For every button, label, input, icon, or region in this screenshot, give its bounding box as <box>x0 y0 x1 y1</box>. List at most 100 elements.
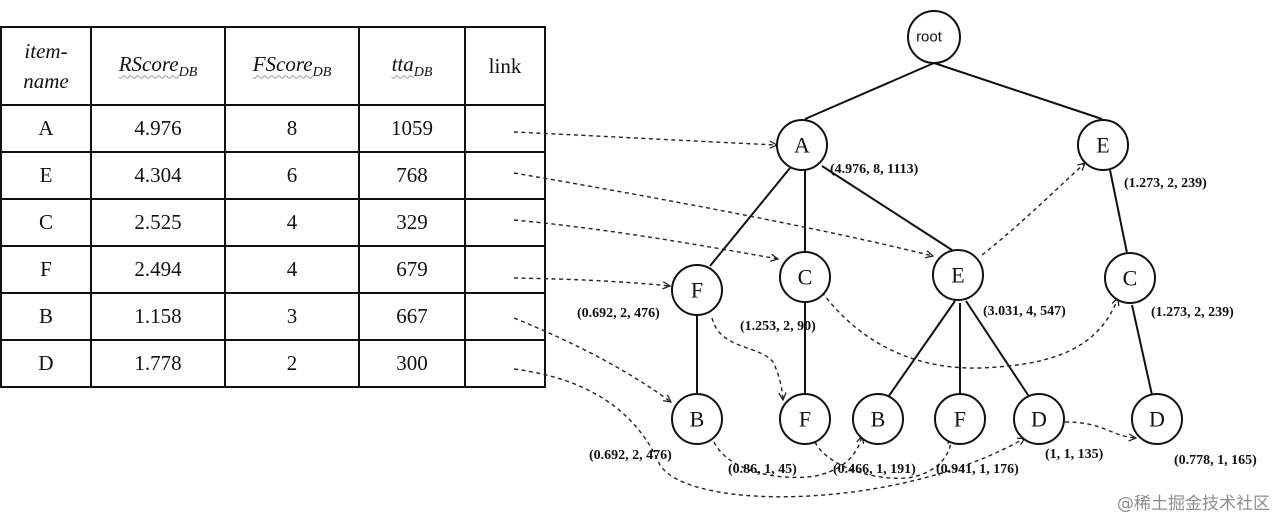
node-annotation: (1.273, 2, 239) <box>1151 305 1234 320</box>
cell-fscore: 3 <box>224 292 360 341</box>
cell-rscore: 1.158 <box>90 292 226 341</box>
node-label: F <box>954 407 966 432</box>
link-f-f2 <box>814 437 952 479</box>
node-annotation: (0.86, 1, 45) <box>728 462 797 477</box>
node-annotation: (3.031, 4, 547) <box>983 304 1066 319</box>
node-circle <box>779 393 831 445</box>
cell-tta: 1059 <box>358 104 466 153</box>
col-tta-main: tta <box>391 51 414 76</box>
col-rscore-label: RScoreDB <box>119 52 198 80</box>
col-tta-label: ttaDB <box>391 51 433 80</box>
node-annotation: (4.976, 8, 1113) <box>830 162 919 177</box>
tree-node-root: root <box>907 10 961 64</box>
tree-node-c: C <box>779 251 831 303</box>
node-annotations: (4.976, 8, 1113) (1.273, 2, 239) (0.692,… <box>577 162 1257 477</box>
table-row: A 4.976 8 1059 <box>0 104 546 153</box>
cell-item: C <box>0 198 92 247</box>
node-label: E <box>951 263 964 288</box>
node-label: B <box>690 407 705 432</box>
cell-item: B <box>0 292 92 341</box>
cell-rscore: 2.525 <box>90 198 226 247</box>
node-annotation: (1, 1, 135) <box>1045 447 1104 462</box>
node-circle <box>852 393 904 445</box>
node-circle <box>932 249 984 301</box>
node-circle <box>1077 119 1129 171</box>
watermark: @稀土掘金技术社区 <box>1117 494 1270 514</box>
table-row: F 2.494 4 679 <box>0 245 546 294</box>
col-item-name-line2: name <box>23 69 69 93</box>
tree-node-f-right: F <box>934 393 986 445</box>
node-circle <box>776 119 828 171</box>
header-table: item- name RScoreDB FScoreDB ttaDB link … <box>0 26 546 388</box>
node-label: F <box>799 407 811 432</box>
cell-rscore: 4.304 <box>90 151 226 200</box>
cell-item: E <box>0 151 92 200</box>
node-label: A <box>794 133 810 158</box>
edge-a-e <box>821 165 953 251</box>
cell-link <box>464 292 546 341</box>
node-annotation: (0.778, 1, 165) <box>1174 453 1257 468</box>
tree-node-e-mid: E <box>932 249 984 301</box>
node-circle <box>1104 252 1156 304</box>
node-circle <box>934 393 986 445</box>
link-e-head <box>513 172 933 256</box>
edge-root-a <box>804 62 935 120</box>
table-row: E 4.304 6 768 <box>0 151 546 200</box>
cell-fscore: 8 <box>224 104 360 153</box>
col-fscore-sub: DB <box>312 64 332 80</box>
link-e-e <box>981 163 1085 256</box>
cell-fscore: 6 <box>224 151 360 200</box>
cell-rscore: 1.778 <box>90 339 226 388</box>
node-annotation: (1.273, 2, 239) <box>1124 176 1207 191</box>
table-row: C 2.525 4 329 <box>0 198 546 247</box>
col-rscore: RScoreDB <box>90 26 226 106</box>
table-row: D 1.778 2 300 <box>0 339 546 388</box>
tree-node-c-right: C <box>1104 252 1156 304</box>
col-tta-sub: DB <box>413 64 433 80</box>
cell-tta: 768 <box>358 151 466 200</box>
node-circle <box>779 251 831 303</box>
node-annotation: (0.941, 1, 176) <box>936 462 1019 477</box>
col-fscore-main: FScore <box>252 51 313 76</box>
node-circle <box>907 10 961 64</box>
header-row: item- name RScoreDB FScoreDB ttaDB link <box>0 26 546 106</box>
node-circle <box>1131 393 1183 445</box>
edge-e-c <box>1109 169 1128 254</box>
node-circle <box>671 393 723 445</box>
edge-e-d <box>965 300 1031 399</box>
cell-tta: 679 <box>358 245 466 294</box>
link-f-head <box>513 277 670 286</box>
tree-node-e-top: E <box>1077 119 1129 171</box>
tree-node-d-right: D <box>1131 393 1183 445</box>
cell-item: F <box>0 245 92 294</box>
tree-node-f-mid: F <box>779 393 831 445</box>
node-annotation: (0.466, 1, 191) <box>833 462 916 477</box>
cell-link <box>464 104 546 153</box>
edge-root-e <box>933 62 1103 120</box>
cell-item: A <box>0 104 92 153</box>
col-item-name: item- name <box>0 26 92 106</box>
node-label: B <box>871 407 886 432</box>
cell-fscore: 4 <box>224 198 360 247</box>
cell-fscore: 2 <box>224 339 360 388</box>
link-c-c <box>821 291 1118 369</box>
tree-node-f: F <box>671 264 723 316</box>
cell-item: D <box>0 339 92 388</box>
link-c-head <box>513 219 778 259</box>
col-fscore-label: FScoreDB <box>252 51 332 80</box>
col-rscore-sub: DB <box>178 64 198 80</box>
edge-a-f <box>709 167 791 267</box>
cell-tta: 329 <box>358 198 466 247</box>
node-circle <box>671 264 723 316</box>
link-b-head <box>513 317 671 402</box>
link-d-head <box>513 368 1025 498</box>
node-circle <box>1013 393 1065 445</box>
node-label: D <box>1031 407 1047 432</box>
edge-e-b <box>885 300 956 401</box>
tree-node-a: A <box>776 119 828 171</box>
tree-node-b-left: B <box>671 393 723 445</box>
node-links <box>513 131 1136 498</box>
col-item-name-line1: item- <box>24 39 68 63</box>
col-fscore: FScoreDB <box>224 26 360 106</box>
